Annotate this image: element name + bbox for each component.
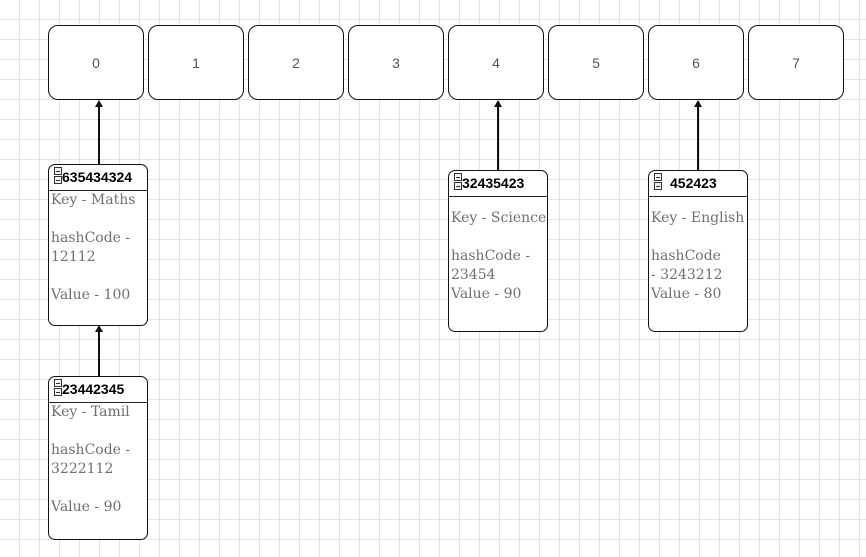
node-header[interactable]: 452423: [649, 171, 747, 197]
bucket-6-label: 6: [692, 54, 700, 71]
node-tamil[interactable]: 23442345 Key - Tamil hashCode - 3222112 …: [48, 376, 148, 540]
collapse-toggle-icon[interactable]: [454, 173, 462, 191]
node-body: Key - Maths hashCode - 12112 Value - 100: [49, 191, 147, 305]
node-value: Value - 90: [51, 499, 122, 515]
node-header[interactable]: 23442345: [49, 377, 147, 403]
node-key: Key - English: [651, 210, 745, 226]
node-hashcode-line2: 12112: [51, 249, 96, 265]
bucket-3[interactable]: 3: [348, 25, 444, 100]
bucket-3-label: 3: [392, 54, 400, 71]
arrow-science-to-bucket-4: [497, 106, 499, 172]
node-key: Key - Maths: [51, 192, 136, 208]
collapse-toggle-icon[interactable]: [654, 173, 662, 191]
bucket-7[interactable]: 7: [748, 25, 844, 100]
node-id: 635434324: [62, 169, 133, 185]
bucket-6[interactable]: 6: [648, 25, 744, 100]
node-hashcode-line2: - 3243212: [651, 267, 723, 283]
node-hashcode-line2: 3222112: [51, 461, 114, 477]
arrow-head-icon: [494, 100, 502, 107]
bucket-4-label: 4: [492, 54, 500, 71]
node-hashcode-line1: hashCode -: [451, 248, 531, 264]
bucket-4[interactable]: 4: [448, 25, 544, 100]
node-key: Key - Science: [451, 210, 547, 226]
bucket-5[interactable]: 5: [548, 25, 644, 100]
arrow-tamil-to-maths: [98, 332, 100, 376]
bucket-0-label: 0: [92, 54, 100, 71]
node-body: Key - English hashCode - 3243212 Value -…: [649, 197, 747, 304]
node-id: 23442345: [62, 381, 125, 397]
node-science[interactable]: 32435423 Key - Science hashCode - 23454 …: [448, 170, 548, 332]
node-maths[interactable]: 635434324 Key - Maths hashCode - 12112 V…: [48, 164, 148, 326]
node-value: Value - 80: [651, 286, 722, 302]
node-key: Key - Tamil: [51, 404, 130, 420]
node-body: Key - Science hashCode - 23454 Value - 9…: [449, 197, 547, 304]
node-hashcode-line1: hashCode: [651, 248, 721, 264]
node-hashcode-line2: 23454: [451, 267, 496, 283]
node-value: Value - 100: [51, 287, 131, 303]
bucket-1[interactable]: 1: [148, 25, 244, 100]
bucket-1-label: 1: [192, 54, 200, 71]
node-body: Key - Tamil hashCode - 3222112 Value - 9…: [49, 403, 147, 517]
node-id: 452423: [670, 175, 717, 191]
node-header[interactable]: 635434324: [49, 165, 147, 191]
bucket-2[interactable]: 2: [248, 25, 344, 100]
bucket-7-label: 7: [792, 54, 800, 71]
collapse-toggle-icon[interactable]: [54, 379, 62, 397]
node-header[interactable]: 32435423: [449, 171, 547, 197]
node-value: Value - 90: [451, 286, 522, 302]
bucket-5-label: 5: [592, 54, 600, 71]
bucket-0[interactable]: 0: [48, 25, 144, 100]
arrow-english-to-bucket-6: [697, 106, 699, 172]
bucket-2-label: 2: [292, 54, 300, 71]
arrow-head-icon: [95, 325, 103, 332]
arrow-head-icon: [95, 100, 103, 107]
arrow-head-icon: [694, 100, 702, 107]
arrow-maths-to-bucket-0: [98, 106, 100, 186]
collapse-toggle-icon[interactable]: [54, 167, 62, 185]
node-english[interactable]: 452423 Key - English hashCode - 3243212 …: [648, 170, 748, 332]
node-id: 32435423: [462, 175, 525, 191]
node-hashcode-line1: hashCode -: [51, 230, 131, 246]
node-hashcode-line1: hashCode -: [51, 442, 131, 458]
